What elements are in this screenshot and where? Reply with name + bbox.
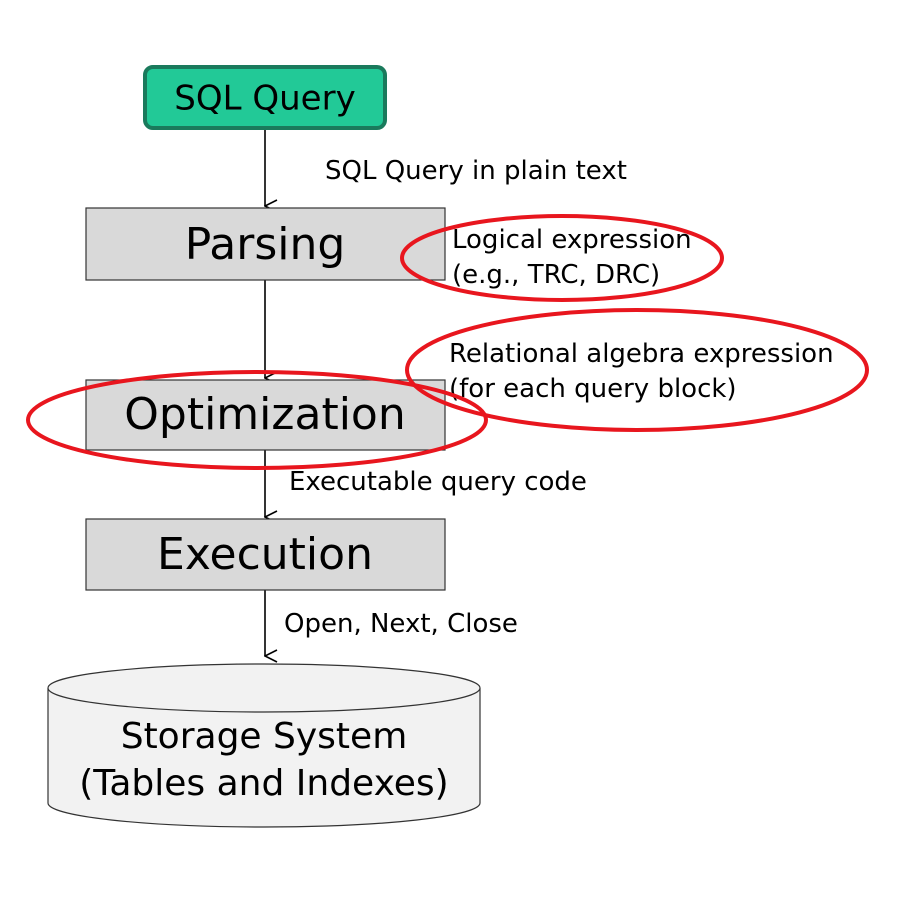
parsing-node: Parsing — [85, 207, 446, 281]
execution-label: Execution — [157, 529, 373, 580]
edge-label-executable-code: Executable query code — [289, 467, 587, 497]
edge-label-logical-expression-line1: Logical expression — [452, 225, 692, 255]
edge-label-relational-algebra-line2: (for each query block) — [449, 374, 737, 404]
execution-node: Execution — [85, 518, 446, 591]
highlight-ellipse-logical-expression — [400, 214, 724, 302]
optimization-node: Optimization — [85, 379, 446, 451]
sql-query-node: SQL Query — [143, 65, 387, 130]
storage-system-node: Storage System (Tables and Indexes) — [47, 663, 481, 828]
parsing-label: Parsing — [185, 219, 346, 270]
edge-label-open-next-close: Open, Next, Close — [284, 609, 518, 639]
storage-label-line2: (Tables and Indexes) — [79, 763, 448, 804]
highlight-ellipse-optimization — [26, 370, 488, 470]
sql-query-label: SQL Query — [174, 79, 355, 119]
optimization-label: Optimization — [124, 389, 405, 440]
edge-label-logical-expression-line2: (e.g., TRC, DRC) — [452, 260, 660, 290]
highlight-ellipse-relational-algebra — [405, 308, 869, 432]
edge-label-relational-algebra-line1: Relational algebra expression — [449, 339, 834, 369]
storage-label-line1: Storage System — [121, 716, 408, 757]
edge-label-sql-plain-text: SQL Query in plain text — [325, 156, 627, 186]
